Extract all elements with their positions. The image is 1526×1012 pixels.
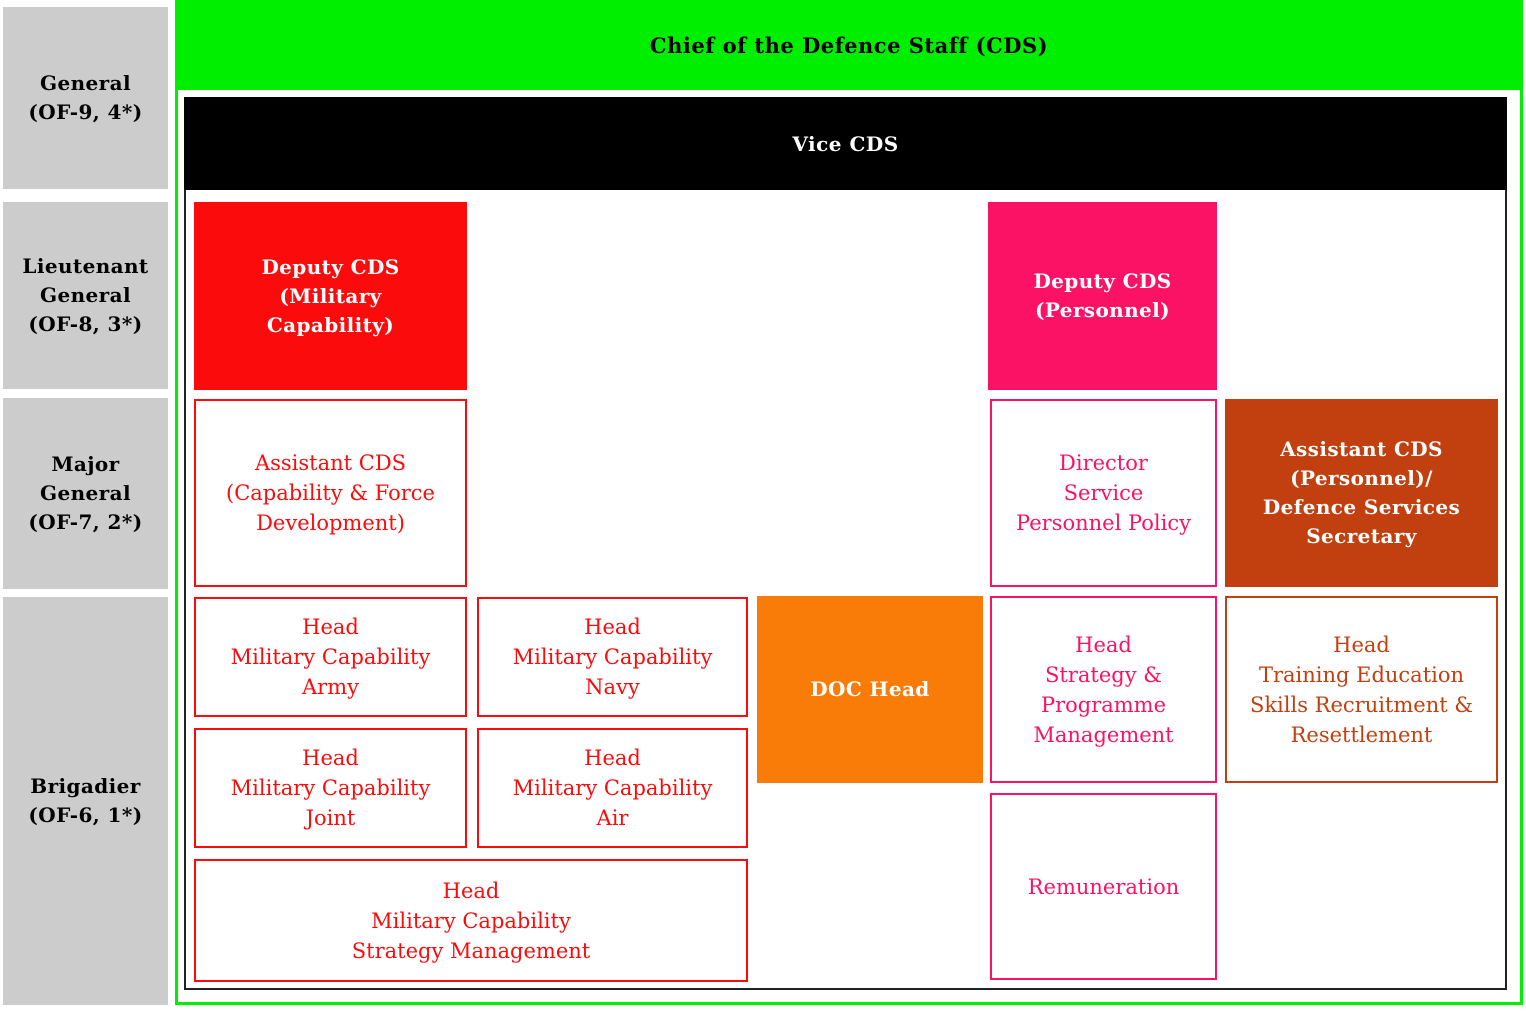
box-head-military-capability-strategy-management: Head Military Capability Strategy Manage…: [194, 859, 748, 982]
box-vice-cds: Vice CDS: [184, 97, 1507, 190]
box-head-strategy-programme-management: Head Strategy & Programme Management: [990, 596, 1217, 783]
box-deputy-cds-personnel: Deputy CDS (Personnel): [988, 202, 1217, 390]
box-head-military-capability-army: Head Military Capability Army: [194, 597, 467, 717]
box-director-service-personnel-policy: Director Service Personnel Policy: [990, 399, 1217, 587]
box-head-military-capability-joint: Head Military Capability Joint: [194, 728, 467, 848]
box-assistant-cds-capability-force-development: Assistant CDS (Capability & Force Develo…: [194, 399, 467, 587]
rank-label-lieutenant-general: Lieutenant General (OF-8, 3*): [3, 202, 168, 389]
box-remuneration: Remuneration: [990, 793, 1217, 980]
box-doc-head: DOC Head: [757, 596, 983, 783]
rank-label-general: General (OF-9, 4*): [3, 7, 168, 189]
box-chief-of-defence-staff: Chief of the Defence Staff (CDS): [175, 0, 1523, 90]
box-head-military-capability-navy: Head Military Capability Navy: [477, 597, 748, 717]
rank-label-major-general: Major General (OF-7, 2*): [3, 398, 168, 589]
rank-label-brigadier: Brigadier (OF-6, 1*): [3, 597, 168, 1005]
box-head-military-capability-air: Head Military Capability Air: [477, 728, 748, 848]
box-assistant-cds-personnel-defence-services-secretary: Assistant CDS (Personnel)/ Defence Servi…: [1225, 399, 1498, 587]
box-deputy-cds-military-capability: Deputy CDS (Military Capability): [194, 202, 467, 390]
box-head-training-education-skills-recruitment-resettlement: Head Training Education Skills Recruitme…: [1225, 596, 1498, 783]
